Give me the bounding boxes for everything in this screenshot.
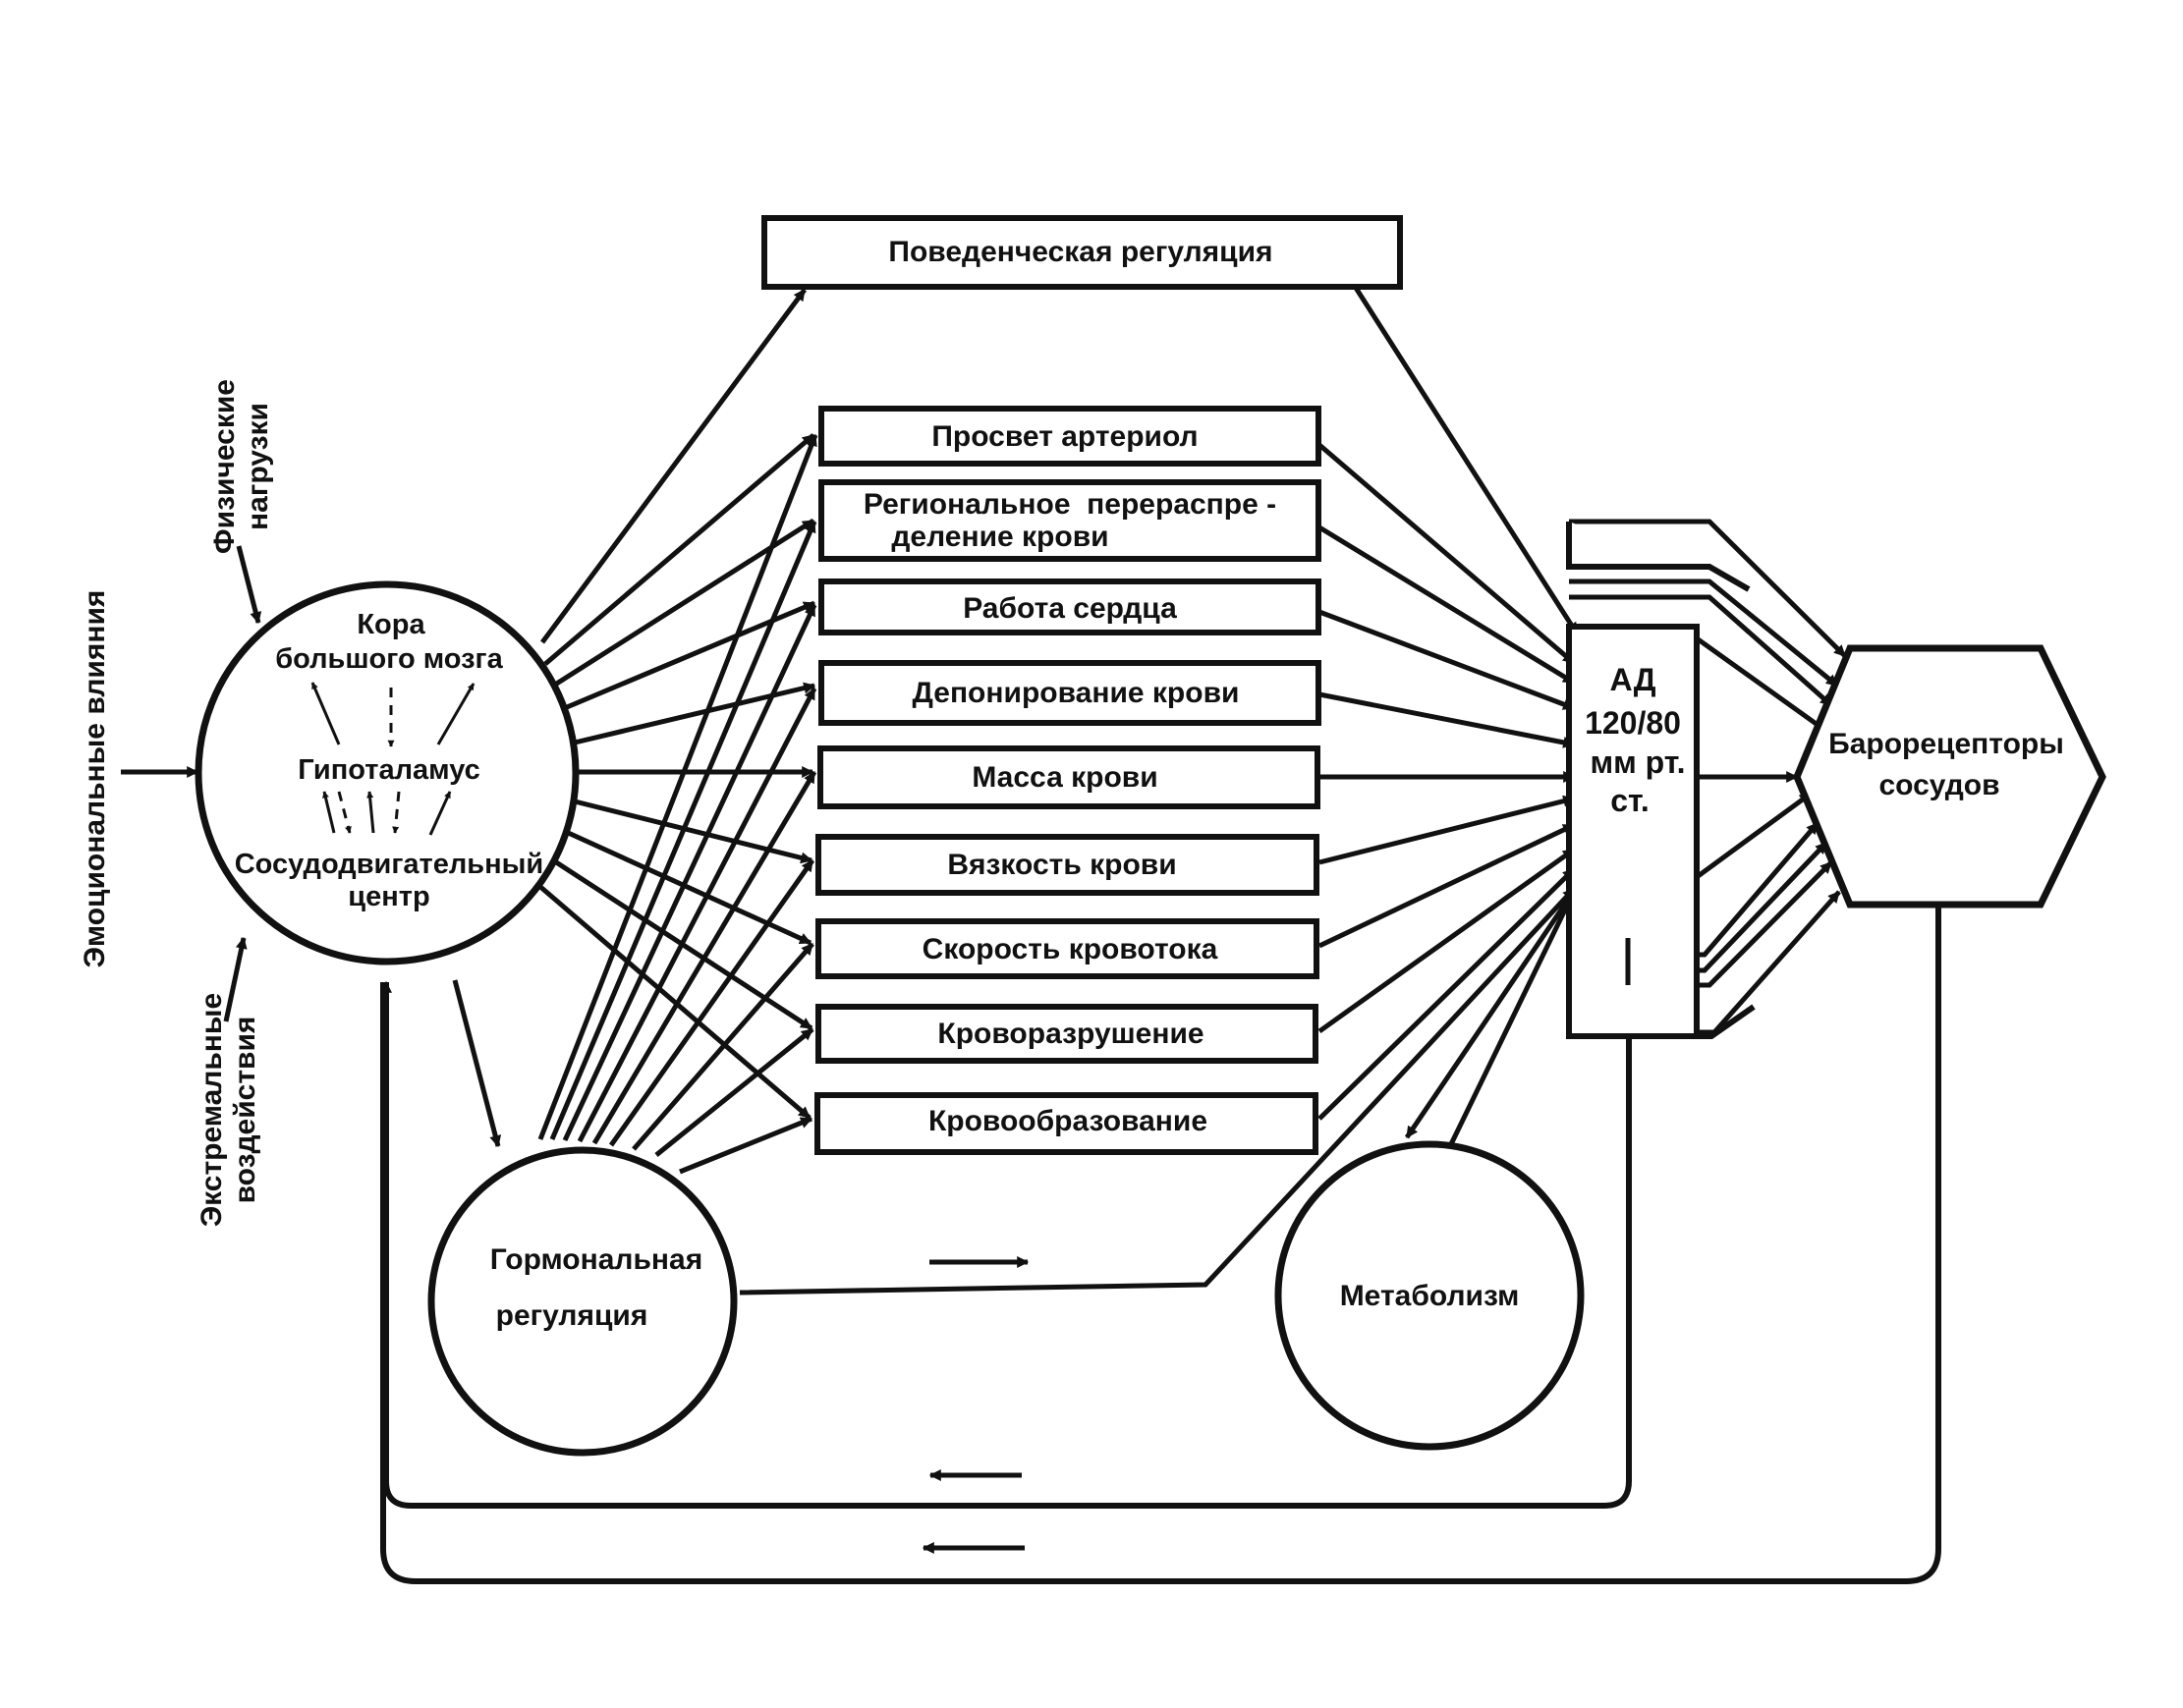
metabolism-circle: Метаболизм bbox=[1274, 1140, 1585, 1451]
factor-label: Депонирование крови bbox=[913, 677, 1240, 709]
svg-text:нагрузки: нагрузки bbox=[242, 403, 274, 530]
factor-boxes: Просвет артериол Региональное перераспре… bbox=[814, 406, 1321, 1155]
arrows-brain-to-factors bbox=[531, 433, 816, 1120]
factor-label: Масса крови bbox=[972, 761, 1157, 794]
svg-text:Эмоциональные влияния: Эмоциональные влияния bbox=[79, 590, 111, 968]
cortex-label-line2: большого мозга bbox=[275, 643, 503, 675]
emotional-influence-label: Эмоциональные влияния bbox=[79, 590, 111, 968]
factor-box-regional-redistribution: Региональное перераспре - деление крови bbox=[818, 479, 1321, 562]
factor-box-blood-viscosity: Вязкость крови bbox=[815, 834, 1319, 896]
vasomotor-center-label-line1: Сосудодвигательный bbox=[235, 849, 544, 880]
factor-label: Региональное перераспре - bbox=[864, 488, 1276, 521]
bp-label-line2: 120/80 bbox=[1585, 705, 1681, 741]
bp-label-line1: АД bbox=[1609, 662, 1655, 697]
hormonal-label-line2: регуляция bbox=[496, 1299, 648, 1332]
baroreceptors-label-line2: сосудов bbox=[1878, 769, 1999, 801]
factor-label: Просвет артериол bbox=[931, 420, 1198, 453]
arrow-bp-to-metabolism bbox=[1404, 870, 1590, 1139]
factor-label: Вязкость крови bbox=[947, 849, 1176, 881]
arrow-brain-to-hormonal bbox=[452, 979, 502, 1148]
behavioral-regulation-box: Поведенческая регуляция bbox=[761, 215, 1403, 290]
feedback-loop-bp-to-brain bbox=[380, 980, 1632, 1509]
connector-arrows bbox=[121, 286, 1941, 1584]
feedback-loop-baroreceptors-to-brain bbox=[380, 907, 1941, 1584]
physical-load-label: Физические нагрузки bbox=[208, 379, 274, 554]
factor-label-line2: деление крови bbox=[891, 521, 1108, 553]
factor-box-blood-formation: Кровообразование bbox=[814, 1092, 1318, 1155]
hypothalamus-label: Гипоталамус bbox=[298, 754, 480, 786]
blood-pressure-vessel-block: АД 120/80 мм рт. ст. bbox=[1566, 522, 1756, 1039]
cns-circle: Кора большого мозга Гипоталамус Сосудодв… bbox=[195, 580, 580, 965]
factor-label: Кровообразование bbox=[928, 1105, 1207, 1137]
factor-box-arteriole-lumen: Просвет артериол bbox=[818, 406, 1321, 467]
factor-box-blood-depositing: Депонирование крови bbox=[818, 660, 1321, 726]
svg-text:воздействия: воздействия bbox=[229, 1017, 261, 1204]
svg-text:Физические: Физические bbox=[208, 379, 241, 554]
factor-box-blood-flow-speed: Скорость кровотока bbox=[815, 918, 1319, 979]
baroreceptors-hexagon: Барорецепторы сосудов bbox=[1793, 644, 2106, 909]
arrows-hormonal-to-factors bbox=[537, 433, 818, 1175]
arrow-extreme-to-brain bbox=[223, 936, 248, 1022]
arrow-hormonal-to-bp bbox=[739, 887, 1576, 1295]
factor-box-blood-mass: Масса крови bbox=[817, 745, 1320, 809]
factor-label: Скорость кровотока bbox=[923, 933, 1218, 965]
factor-box-heart-work: Работа сердца bbox=[818, 579, 1321, 635]
bp-label-line4: ст. bbox=[1610, 783, 1650, 818]
factor-box-blood-destruction: Кроворазрушение bbox=[815, 1004, 1318, 1064]
input-labels: Физические нагрузки Эмоциональные влияни… bbox=[79, 379, 274, 1227]
arrows-factors-to-bp bbox=[1317, 443, 1576, 1121]
svg-text:Экстремальные: Экстремальные bbox=[196, 993, 228, 1227]
arrow-behavioral-to-bp bbox=[1353, 286, 1580, 635]
arrow-brain-to-behavioral bbox=[539, 288, 808, 644]
hormonal-label-line1: Гормональная bbox=[490, 1243, 703, 1276]
baroreceptors-label-line1: Барорецепторы bbox=[1828, 728, 2064, 760]
behavioral-regulation-label: Поведенческая регуляция bbox=[888, 236, 1272, 268]
vasomotor-center-label-line2: центр bbox=[348, 881, 429, 912]
factor-label: Работа сердца bbox=[963, 592, 1177, 625]
bp-label-line3: мм рт. bbox=[1590, 744, 1685, 780]
cortex-label-line1: Кора bbox=[357, 609, 425, 640]
arrow-physical-to-brain bbox=[236, 545, 262, 625]
arrow-metabolism-to-bp bbox=[1448, 865, 1589, 1146]
metabolism-label: Метаболизм bbox=[1340, 1280, 1520, 1312]
internal-cns-arrows bbox=[310, 682, 476, 836]
hormonal-regulation-circle: Гормональная регуляция bbox=[427, 1146, 738, 1457]
factor-label: Кроворазрушение bbox=[937, 1018, 1203, 1050]
extreme-exposure-label: Экстремальные воздействия bbox=[196, 993, 261, 1227]
